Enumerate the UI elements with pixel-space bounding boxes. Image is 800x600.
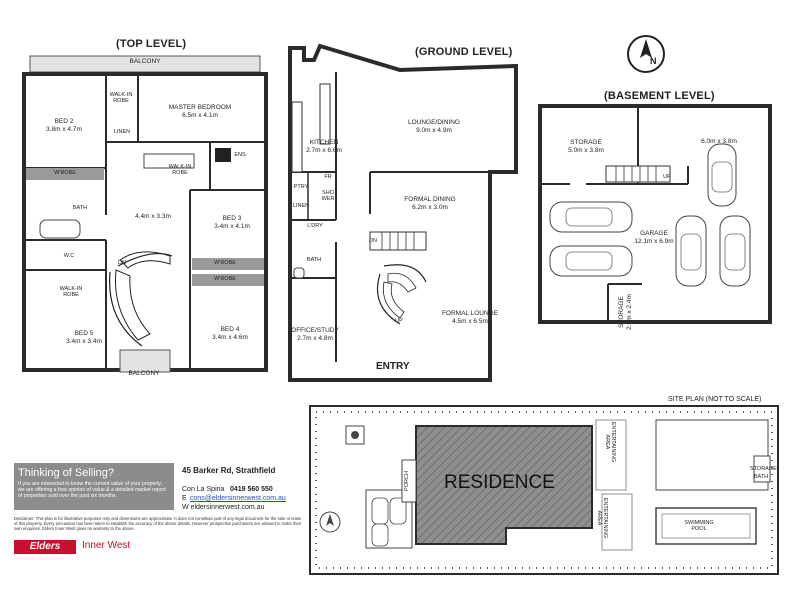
residence-label: RESIDENCE: [444, 472, 555, 493]
elders-logo: Elders: [14, 540, 76, 554]
ens-label: ENS: [234, 152, 246, 158]
bottom-balcony-label: BALCONY: [128, 370, 160, 377]
bed3-name: BED 3: [222, 215, 242, 222]
bed4-name: BED 4: [220, 326, 240, 333]
extra-room-label: 6.0m x 3.8m: [694, 138, 744, 146]
wrobe-2-label: W'ROBE: [214, 260, 236, 266]
ground-linen-label: LINEN: [292, 203, 310, 209]
kitchen-size: 2.7m x 6.6m: [306, 147, 342, 154]
listing-address: 45 Barker Rd, Strathfield: [182, 466, 276, 475]
formal-lounge-name: FORMAL LOUNGE: [441, 310, 499, 317]
bed5-name: BED 5: [74, 330, 94, 337]
site-storage-label: STORAGE: [750, 466, 777, 472]
ground-up-label: UP: [395, 318, 403, 324]
entry-label: ENTRY: [376, 361, 410, 372]
basement-level-title: (BASEMENT LEVEL): [604, 90, 715, 102]
bed5-size: 3.4m x 3.4m: [66, 338, 102, 345]
storage2-size: 2.0m x 2.4m: [626, 294, 633, 330]
kitchen-name: KITCHEN: [309, 139, 339, 146]
wc-label: W.C: [63, 253, 75, 259]
basement-level-plan: [538, 104, 772, 324]
agency-web[interactable]: W eldersinnerwest.com.au: [182, 504, 265, 511]
garage-name: GARAGE: [640, 230, 668, 237]
bed4-size: 3.4m x 4.6m: [212, 334, 248, 341]
storage1-size: 5.0m x 3.8m: [568, 147, 604, 154]
wrobe-1-label: W'ROBE: [54, 170, 76, 176]
office-name: OFFICE/STUDY: [291, 327, 339, 334]
hall-size: 4.4m x 3.3m: [135, 213, 171, 220]
bed3-size: 3.4m x 4.1m: [214, 223, 250, 230]
top-balcony-label: BALCONY: [129, 58, 161, 65]
promo-box: Thinking of Selling? If you are interest…: [14, 463, 174, 510]
top-dn-label: DN: [118, 260, 126, 266]
office-name: Inner West: [82, 540, 131, 551]
compass-icon: [627, 35, 665, 73]
ground-bath-label: BATH: [306, 257, 322, 263]
basement-up-label: UP: [663, 174, 671, 180]
bed2-name: BED 2: [54, 118, 74, 125]
walkin-robe-1-label: WALK-IN ROBE: [109, 92, 133, 104]
walkin-robe-2-label: WALK-IN ROBE: [168, 164, 192, 176]
walkin-robe-3-label: WALK-IN ROBE: [59, 286, 83, 298]
agent-email[interactable]: cons@eldersinnerwest.com.au: [190, 495, 286, 502]
agent-name: Con La Spina: [182, 486, 225, 493]
entertaining-1-label: ENTERTAINING AREA: [604, 421, 616, 463]
top-bath-label: BATH: [72, 205, 88, 211]
ground-level-plan: [288, 43, 518, 382]
promo-body: If you are interested to know the curren…: [18, 481, 166, 500]
extra-room-size: 6.0m x 3.8m: [701, 138, 737, 145]
top-level-plan: [22, 55, 268, 373]
disclaimer: Disclaimer: This plan is for illustrativ…: [14, 516, 302, 531]
bed2-size: 3.8m x 4.7m: [46, 126, 82, 133]
top-linen-label: LINEN: [113, 129, 131, 135]
ldry-label: L'DRY: [307, 223, 323, 229]
site-plan: [309, 405, 779, 575]
compass-letter: N: [650, 56, 657, 66]
lounge-dining-name: LOUNGE/DINING: [407, 119, 460, 126]
storage1-name: STORAGE: [570, 139, 602, 146]
brand-name: Elders: [29, 541, 61, 552]
top-level-title: (TOP LEVEL): [116, 38, 187, 50]
master-name: MASTER BEDROOM: [168, 104, 232, 111]
office-size: 2.7m x 4.8m: [297, 335, 333, 342]
garage-size: 12.1m x 6.9m: [634, 238, 674, 245]
ground-level-title: (GROUND LEVEL): [415, 46, 513, 58]
formal-dining-size: 6.2m x 3.0m: [412, 204, 448, 211]
entertaining-2-label: ENTERTAINING AREA: [596, 497, 608, 539]
site-plan-title: SITE PLAN (NOT TO SCALE): [668, 396, 762, 403]
fr-label: FR: [324, 174, 332, 180]
hall-label: 4.4m x 3.3m: [128, 213, 178, 221]
master-size: 6.5m x 4.1m: [182, 112, 218, 119]
porch-label: PORCH: [404, 471, 410, 491]
ground-dn-label: DN: [369, 238, 377, 244]
storage2-name: STORAGE: [618, 296, 625, 328]
ptry-label: PTRY: [293, 184, 309, 190]
agent-phone: 0419 560 550: [230, 486, 273, 493]
wrobe-3-label: W'ROBE: [214, 276, 236, 282]
promo-heading: Thinking of Selling?: [18, 467, 115, 479]
email-prefix: E: [182, 495, 187, 502]
lounge-dining-size: 9.0m x 4.9m: [416, 127, 452, 134]
shower-label: SHO WER: [321, 190, 335, 202]
pool-label: SWIMMING POOL: [684, 520, 714, 532]
site-bath-label: BATH: [753, 474, 769, 480]
formal-lounge-size: 4.5m x 6.5m: [452, 318, 488, 325]
formal-dining-name: FORMAL DINING: [404, 196, 456, 203]
